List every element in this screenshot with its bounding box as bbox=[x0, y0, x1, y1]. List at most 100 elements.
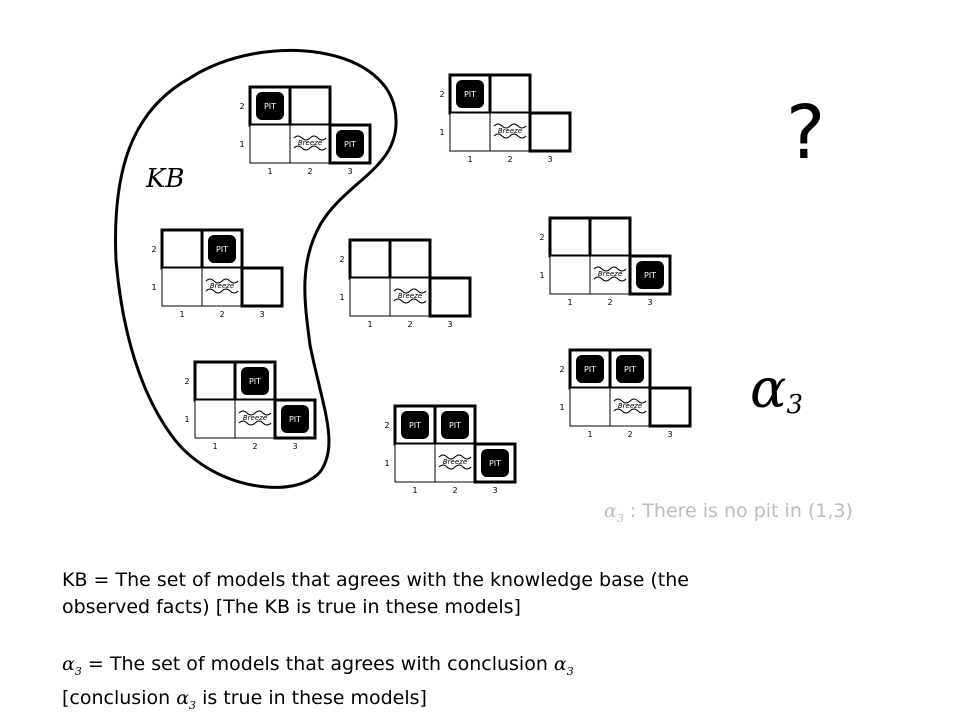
breeze-icon bbox=[438, 454, 472, 460]
breeze-icon bbox=[205, 278, 239, 284]
col-label: 2 bbox=[607, 298, 612, 307]
pit-label: PIT bbox=[289, 415, 301, 424]
breeze-label: Breeze bbox=[210, 282, 234, 290]
col-label: 1 bbox=[212, 442, 217, 451]
pit-icon bbox=[241, 367, 269, 395]
grid-cell bbox=[389, 277, 431, 317]
pit-label: PIT bbox=[216, 245, 228, 254]
alpha-symbol: α bbox=[750, 357, 787, 420]
grid-cell bbox=[160, 228, 204, 270]
col-label: 2 bbox=[252, 442, 257, 451]
grid-cell bbox=[488, 73, 532, 115]
grid-cell bbox=[648, 386, 692, 428]
breeze-icon bbox=[393, 288, 427, 294]
pit-icon bbox=[636, 261, 664, 289]
alpha-definition-line2-pre: [conclusion bbox=[62, 686, 177, 709]
grid-cell bbox=[240, 266, 284, 308]
breeze-wave bbox=[393, 298, 427, 304]
grid-cell bbox=[348, 238, 392, 280]
pit-label: PIT bbox=[624, 365, 636, 374]
grid-cell bbox=[394, 443, 436, 483]
alpha-symbol: α3 bbox=[62, 653, 82, 678]
alpha3-caption: α3 : There is no pit in (1,3) bbox=[604, 500, 853, 525]
pit-label: PIT bbox=[409, 421, 421, 430]
col-label: 3 bbox=[292, 442, 297, 451]
grid-cell bbox=[588, 216, 632, 258]
col-label: 2 bbox=[219, 310, 224, 319]
grid-cell bbox=[569, 387, 611, 427]
grid-cell bbox=[434, 443, 476, 483]
col-label: 1 bbox=[367, 320, 372, 329]
grid-cell bbox=[428, 276, 472, 318]
alpha-subscript: 3 bbox=[566, 664, 574, 678]
alpha-symbol: α3 bbox=[176, 686, 196, 712]
breeze-label: Breeze bbox=[598, 270, 622, 278]
row-label: 1 bbox=[439, 128, 444, 137]
breeze-icon bbox=[293, 135, 327, 141]
row-label: 1 bbox=[339, 293, 344, 302]
breeze-icon bbox=[593, 266, 627, 272]
pit-label: PIT bbox=[249, 377, 261, 386]
pit-label: PIT bbox=[489, 459, 501, 468]
grid-cell bbox=[288, 85, 332, 127]
pit-label: PIT bbox=[584, 365, 596, 374]
pit-icon bbox=[576, 355, 604, 383]
row-label: 2 bbox=[539, 233, 544, 242]
breeze-wave bbox=[613, 408, 647, 414]
pit-icon bbox=[256, 92, 284, 120]
alpha-subscript: 3 bbox=[786, 390, 804, 420]
pit-label: PIT bbox=[464, 90, 476, 99]
breeze-wave bbox=[205, 288, 239, 294]
grid-cell bbox=[193, 360, 237, 402]
col-label: 3 bbox=[447, 320, 452, 329]
alpha-symbol-text: α bbox=[176, 686, 190, 709]
breeze-wave bbox=[293, 145, 327, 151]
grid-cell bbox=[234, 399, 276, 439]
col-label: 1 bbox=[412, 486, 417, 495]
alpha-symbol-text: α bbox=[62, 653, 75, 675]
breeze-wave bbox=[593, 276, 627, 282]
alpha-subscript: 3 bbox=[74, 664, 82, 678]
col-label: 3 bbox=[347, 167, 352, 176]
row-label: 1 bbox=[539, 271, 544, 280]
alpha-definition-line2-post: is true in these models] bbox=[196, 686, 427, 709]
col-label: 1 bbox=[179, 310, 184, 319]
col-label: 1 bbox=[587, 430, 592, 439]
col-label: 3 bbox=[492, 486, 497, 495]
row-label: 2 bbox=[384, 421, 389, 430]
breeze-icon bbox=[613, 398, 647, 404]
alpha-definition-line1-text: = The set of models that agrees with con… bbox=[81, 653, 554, 675]
grid-cell bbox=[161, 267, 203, 307]
pit-icon bbox=[208, 235, 236, 263]
grid-cell bbox=[388, 238, 432, 280]
grid-cell bbox=[194, 399, 236, 439]
row-label: 2 bbox=[239, 102, 244, 111]
breeze-label: Breeze bbox=[298, 139, 322, 147]
breeze-label: Breeze bbox=[243, 414, 267, 422]
grid-cell bbox=[449, 112, 491, 152]
alpha-definition-line2: [conclusion α3 is true in these models] bbox=[62, 685, 574, 719]
alpha-definition-line1: α3 = The set of models that agrees with … bbox=[62, 651, 574, 685]
breeze-label: Breeze bbox=[618, 402, 642, 410]
col-label: 3 bbox=[667, 430, 672, 439]
col-label: 3 bbox=[647, 298, 652, 307]
alpha-symbol-text: α bbox=[553, 653, 567, 675]
breeze-icon bbox=[238, 410, 272, 416]
question-mark: ? bbox=[786, 90, 826, 176]
alpha3-label: α3 bbox=[750, 362, 804, 420]
grid-cell bbox=[549, 255, 591, 295]
pit-icon bbox=[281, 405, 309, 433]
grid-cell bbox=[548, 216, 592, 258]
col-label: 1 bbox=[267, 167, 272, 176]
row-label: 1 bbox=[384, 459, 389, 468]
